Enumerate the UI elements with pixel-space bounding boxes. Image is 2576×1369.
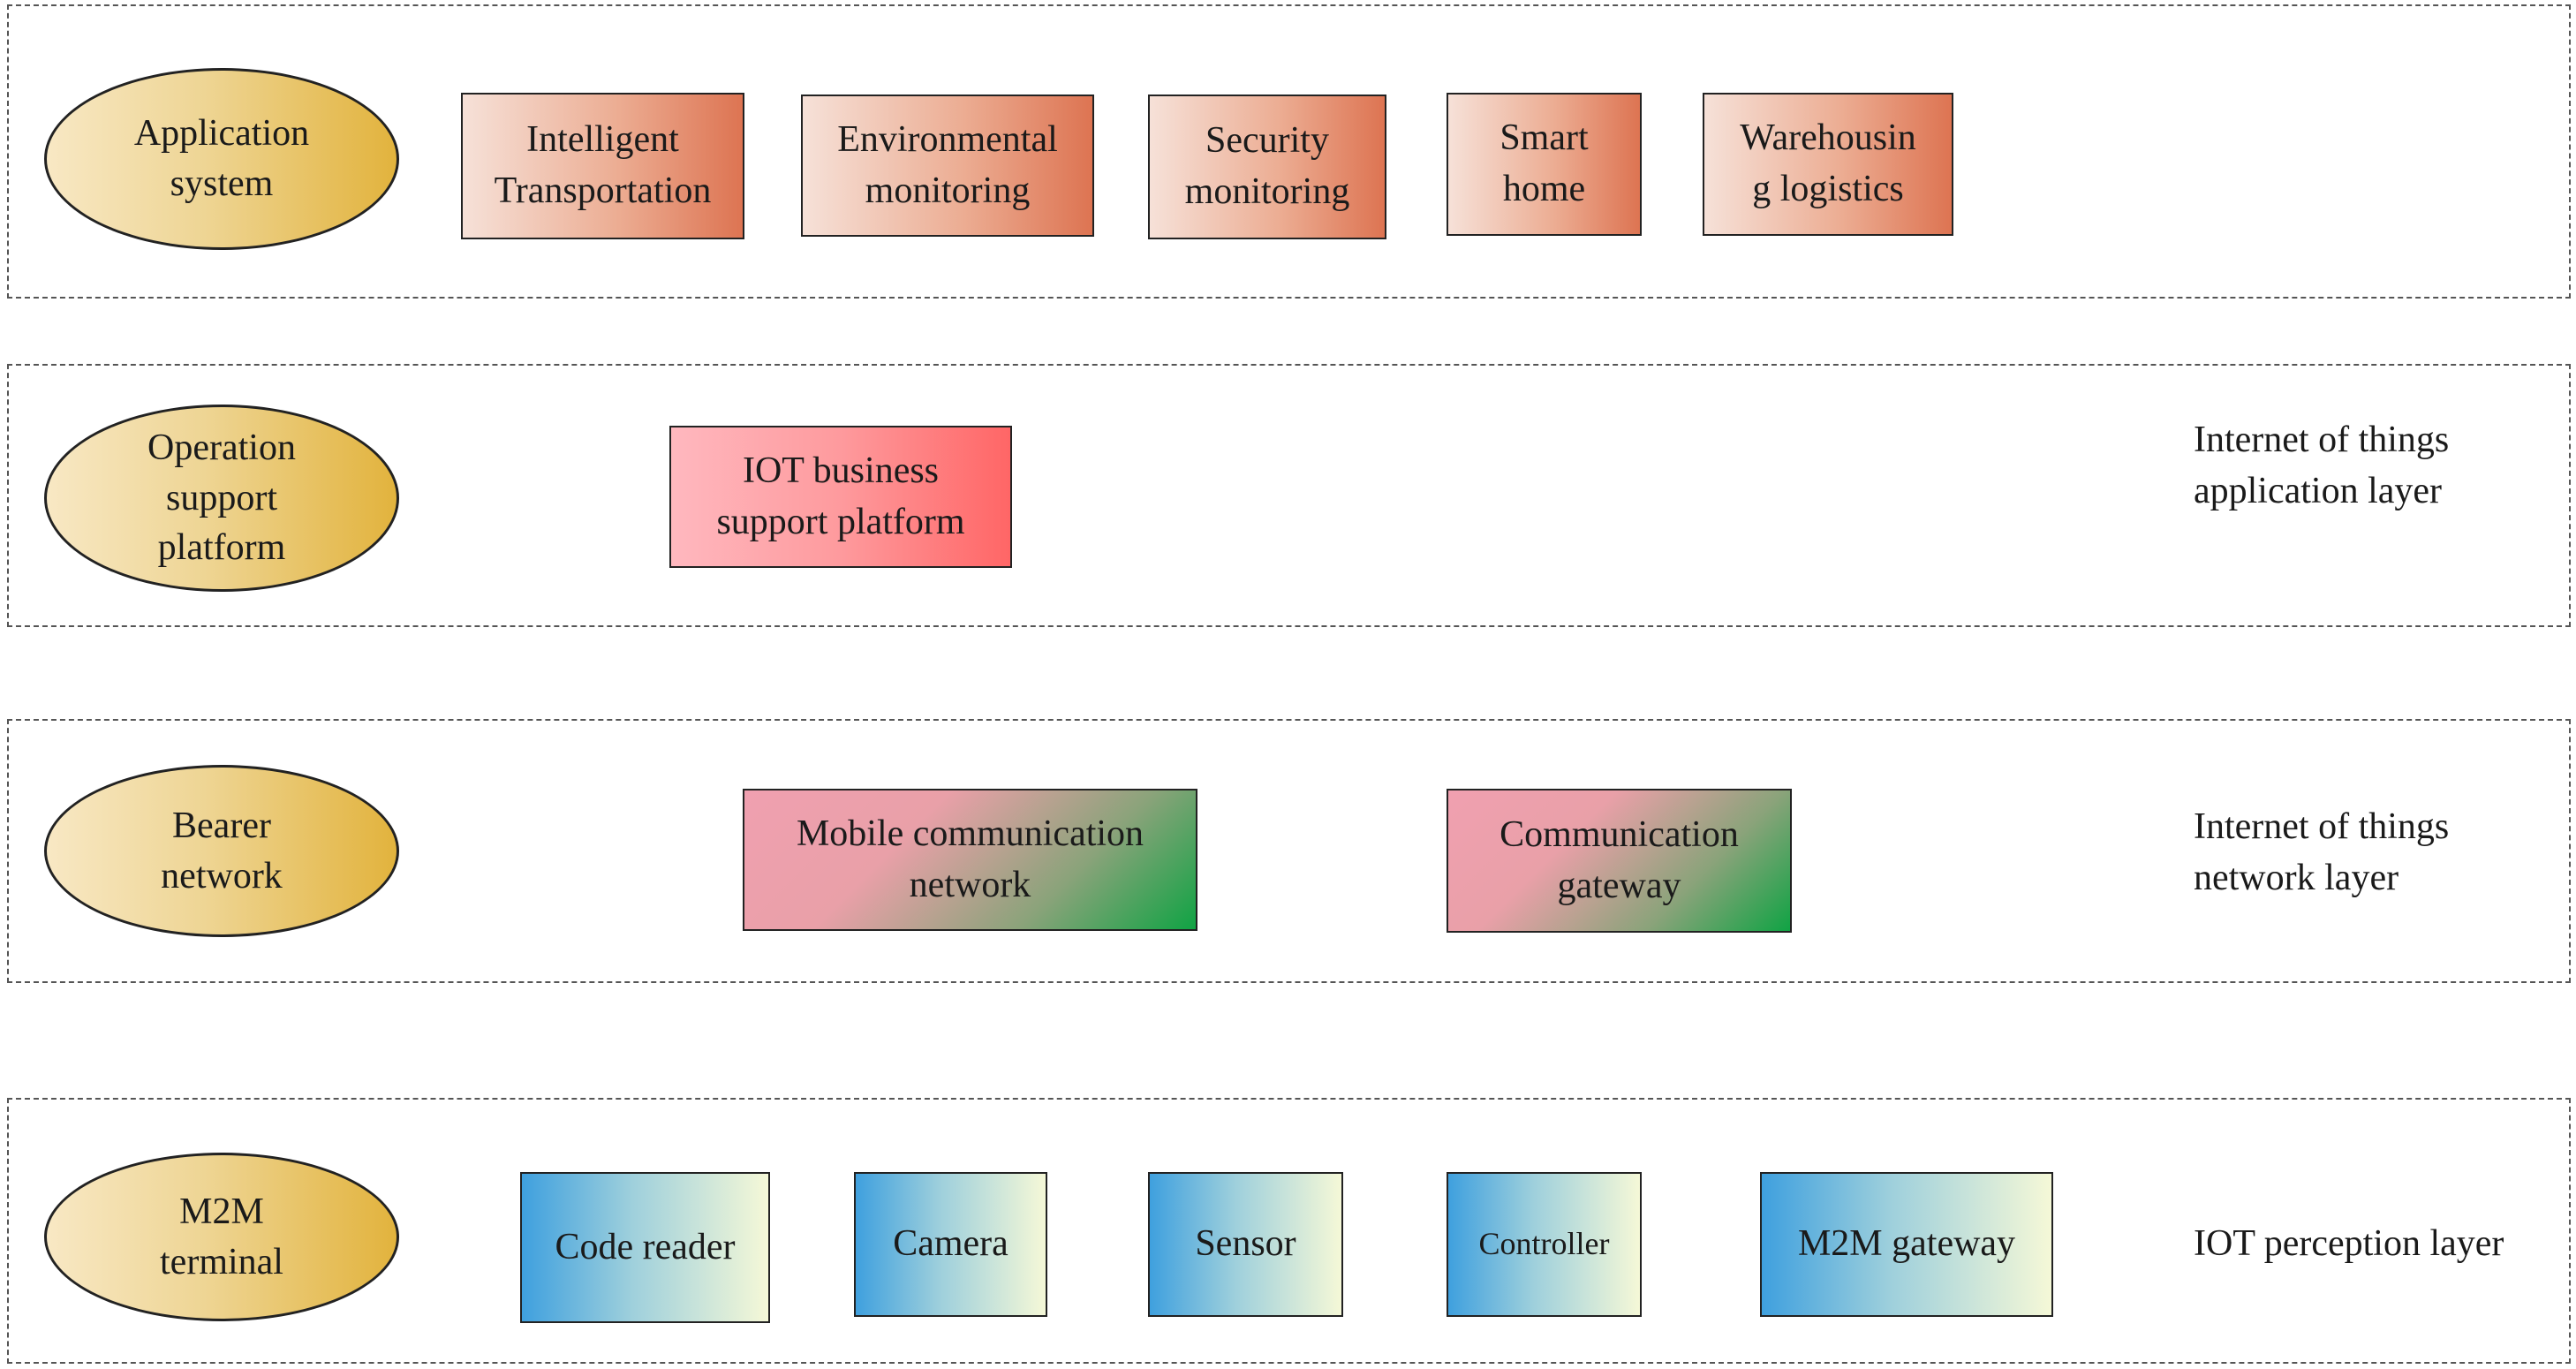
application-layer-label: Internet of things application layer xyxy=(2194,420,2450,511)
operation-support-layer xyxy=(7,364,2571,627)
network-layer-label: Internet of things network layer xyxy=(2194,806,2450,898)
intelligent-transportation-box: Intelligent Transportation xyxy=(461,93,744,239)
operation-support-ellipse: Operation support platform xyxy=(44,405,399,592)
bearer-network-layer xyxy=(7,719,2571,983)
perception-layer-label: IOT perception layer xyxy=(2194,1223,2504,1264)
environmental-monitoring-box: Environmental monitoring xyxy=(801,95,1094,237)
camera-box: Camera xyxy=(854,1172,1047,1317)
m2m-terminal-ellipse: M2M terminal xyxy=(44,1153,399,1321)
bearer-network-ellipse: Bearer network xyxy=(44,765,399,937)
smart-home-box: Smart home xyxy=(1447,93,1642,236)
m2m-gateway-box: M2M gateway xyxy=(1760,1172,2053,1317)
communication-gateway-box: Communication gateway xyxy=(1447,789,1792,933)
bearer-network-label: Bearer network xyxy=(161,805,283,896)
application-system-label: Application system xyxy=(133,113,310,204)
m2m-terminal-label: M2M terminal xyxy=(160,1191,283,1282)
operation-support-label: Operation support platform xyxy=(147,427,296,569)
code-reader-box: Code reader xyxy=(520,1172,770,1323)
warehousing-logistics-box: Warehousin g logistics xyxy=(1703,93,1953,236)
m2m-terminal-layer xyxy=(7,1098,2571,1364)
controller-box: Controller xyxy=(1447,1172,1642,1317)
application-system-layer xyxy=(7,4,2571,299)
iot-business-support-platform-box: IOT business support platform xyxy=(669,426,1012,568)
sensor-box: Sensor xyxy=(1148,1172,1343,1317)
mobile-communication-network-box: Mobile communication network xyxy=(743,789,1197,931)
security-monitoring-box: Security monitoring xyxy=(1148,95,1386,239)
application-system-ellipse: Application system xyxy=(44,68,399,250)
